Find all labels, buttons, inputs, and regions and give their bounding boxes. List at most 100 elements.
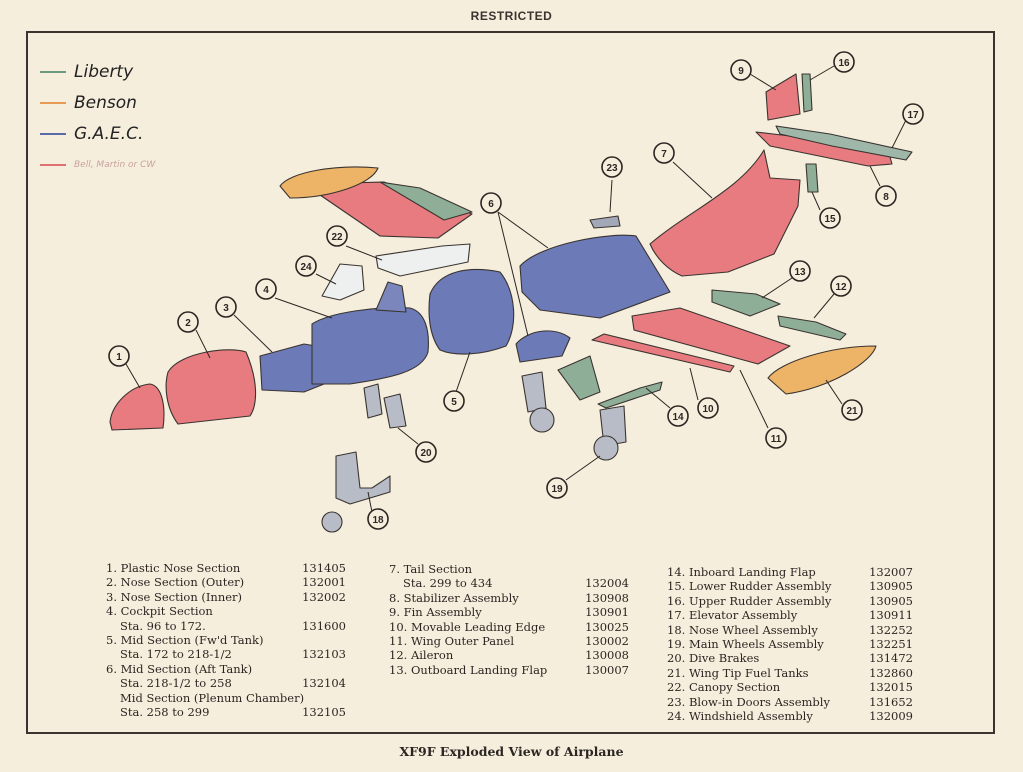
drawing-caption: XF9F Exploded View of Airplane — [399, 744, 624, 759]
callout-circle — [765, 427, 787, 449]
leader-line — [274, 297, 333, 319]
callout-18: 18 — [367, 508, 389, 530]
part-name: Sta. 299 to 434 — [403, 576, 493, 591]
leader-line — [825, 379, 843, 405]
part-number: 132007 — [869, 565, 913, 579]
callout-circle — [819, 207, 841, 229]
leader-line — [315, 273, 337, 285]
part-name: Sta. 172 to 218-1/2 — [120, 647, 232, 662]
callout-24: 24 — [295, 255, 317, 277]
callout-label: 24 — [300, 262, 312, 273]
callout-circle — [443, 390, 465, 412]
part-name: 10. Movable Leading Edge — [389, 619, 546, 634]
callout-label: 23 — [606, 163, 618, 174]
leader-line — [609, 179, 613, 213]
callout-6: 6 — [480, 192, 502, 214]
part-nose-gear-strut — [335, 451, 391, 505]
leader-line — [345, 245, 383, 261]
part-flap-section — [557, 355, 601, 401]
legend-label: Benson — [74, 92, 137, 113]
legend-swatch — [40, 101, 66, 104]
callout-7: 7 — [653, 142, 675, 164]
part-number: 132103 — [302, 647, 346, 662]
part-outboard-landing-flap — [711, 289, 781, 317]
leader-line — [397, 427, 419, 445]
callout-circle — [697, 397, 719, 419]
part-number: 131652 — [869, 694, 913, 709]
part-number: 130908 — [585, 590, 629, 605]
callout-1: 1 — [108, 345, 130, 367]
part-name: 15. Lower Rudder Assembly — [667, 579, 832, 594]
callout-label: 9 — [738, 66, 744, 77]
callout-label: 2 — [185, 318, 191, 329]
part-number: 132001 — [302, 575, 346, 590]
callout-label: 20 — [420, 448, 432, 459]
part-dive-brake-left — [363, 383, 383, 419]
part-number: 131600 — [302, 618, 346, 633]
parts-list-item: 7. Tail Section — [389, 562, 629, 576]
part-dive-brake-right — [383, 393, 407, 429]
callout-12: 12 — [830, 275, 852, 297]
part-name: 23. Blow-in Doors Assembly — [667, 694, 830, 709]
callout-label: 3 — [223, 303, 229, 314]
callout-circle — [902, 103, 924, 125]
legend-item-bell-martin-cw: Bell, Martin or CW — [40, 149, 155, 180]
callout-circle — [108, 345, 130, 367]
part-lower-rudder — [805, 163, 819, 193]
leader-line — [809, 65, 835, 81]
callout-circle — [177, 311, 199, 333]
part-mid-aft-tank — [519, 234, 671, 319]
part-number: 132252 — [869, 622, 913, 637]
part-name: 24. Windshield Assembly — [667, 709, 813, 724]
part-number: 132004 — [585, 576, 629, 591]
callout-label: 11 — [771, 434, 782, 445]
callout-9: 9 — [730, 59, 752, 81]
leader-line — [195, 329, 211, 359]
leader-line — [455, 351, 471, 393]
part-name: 17. Elevator Assembly — [667, 608, 798, 623]
callout-label: 6 — [488, 199, 494, 210]
callout-circle — [601, 156, 623, 178]
part-number: 130002 — [585, 634, 629, 649]
leader-line — [497, 211, 549, 249]
callout-circle — [255, 278, 277, 300]
color-legend: Liberty Benson G.A.E.C. Bell, Martin or … — [40, 56, 155, 180]
callout-label: 10 — [702, 404, 714, 415]
parts-list-item: 23. Blow-in Doors Assembly 131652 — [667, 695, 913, 709]
callout-label: 14 — [672, 412, 684, 423]
part-name: 16. Upper Rudder Assembly — [667, 593, 832, 608]
part-cockpit — [311, 307, 429, 385]
callout-label: 7 — [661, 149, 667, 160]
part-number: 132002 — [302, 589, 346, 604]
parts-list-col2: 7. Tail Section Sta. 299 to 434 132004 8.… — [389, 562, 629, 677]
parts-list-item: 5. Mid Section (Fw'd Tank) — [106, 633, 346, 647]
part-fin — [765, 73, 801, 121]
callout-13: 13 — [789, 260, 811, 282]
parts-list-item: Sta. 299 to 434 132004 — [389, 576, 629, 590]
legend-label: Liberty — [74, 61, 134, 82]
legend-item-gaec: G.A.E.C. — [40, 118, 155, 149]
part-name: Sta. 258 to 299 — [120, 705, 210, 720]
part-mid-fwd-tank — [428, 269, 515, 355]
callout-circle — [367, 508, 389, 530]
part-wing-upper — [303, 181, 473, 239]
leader-line — [233, 314, 273, 353]
part-number: 130911 — [869, 608, 913, 623]
part-name: 8. Stabilizer Assembly — [389, 590, 519, 605]
callout-20: 20 — [415, 441, 437, 463]
part-name: 3. Nose Section (Inner) — [106, 589, 243, 604]
part-main-wheel — [529, 407, 555, 433]
parts-list-item: 6. Mid Section (Aft Tank) — [106, 662, 346, 676]
part-tip-tank — [767, 345, 877, 395]
legend-label: G.A.E.C. — [74, 123, 144, 144]
part-number: 130007 — [585, 662, 629, 677]
leader-line — [367, 491, 373, 513]
